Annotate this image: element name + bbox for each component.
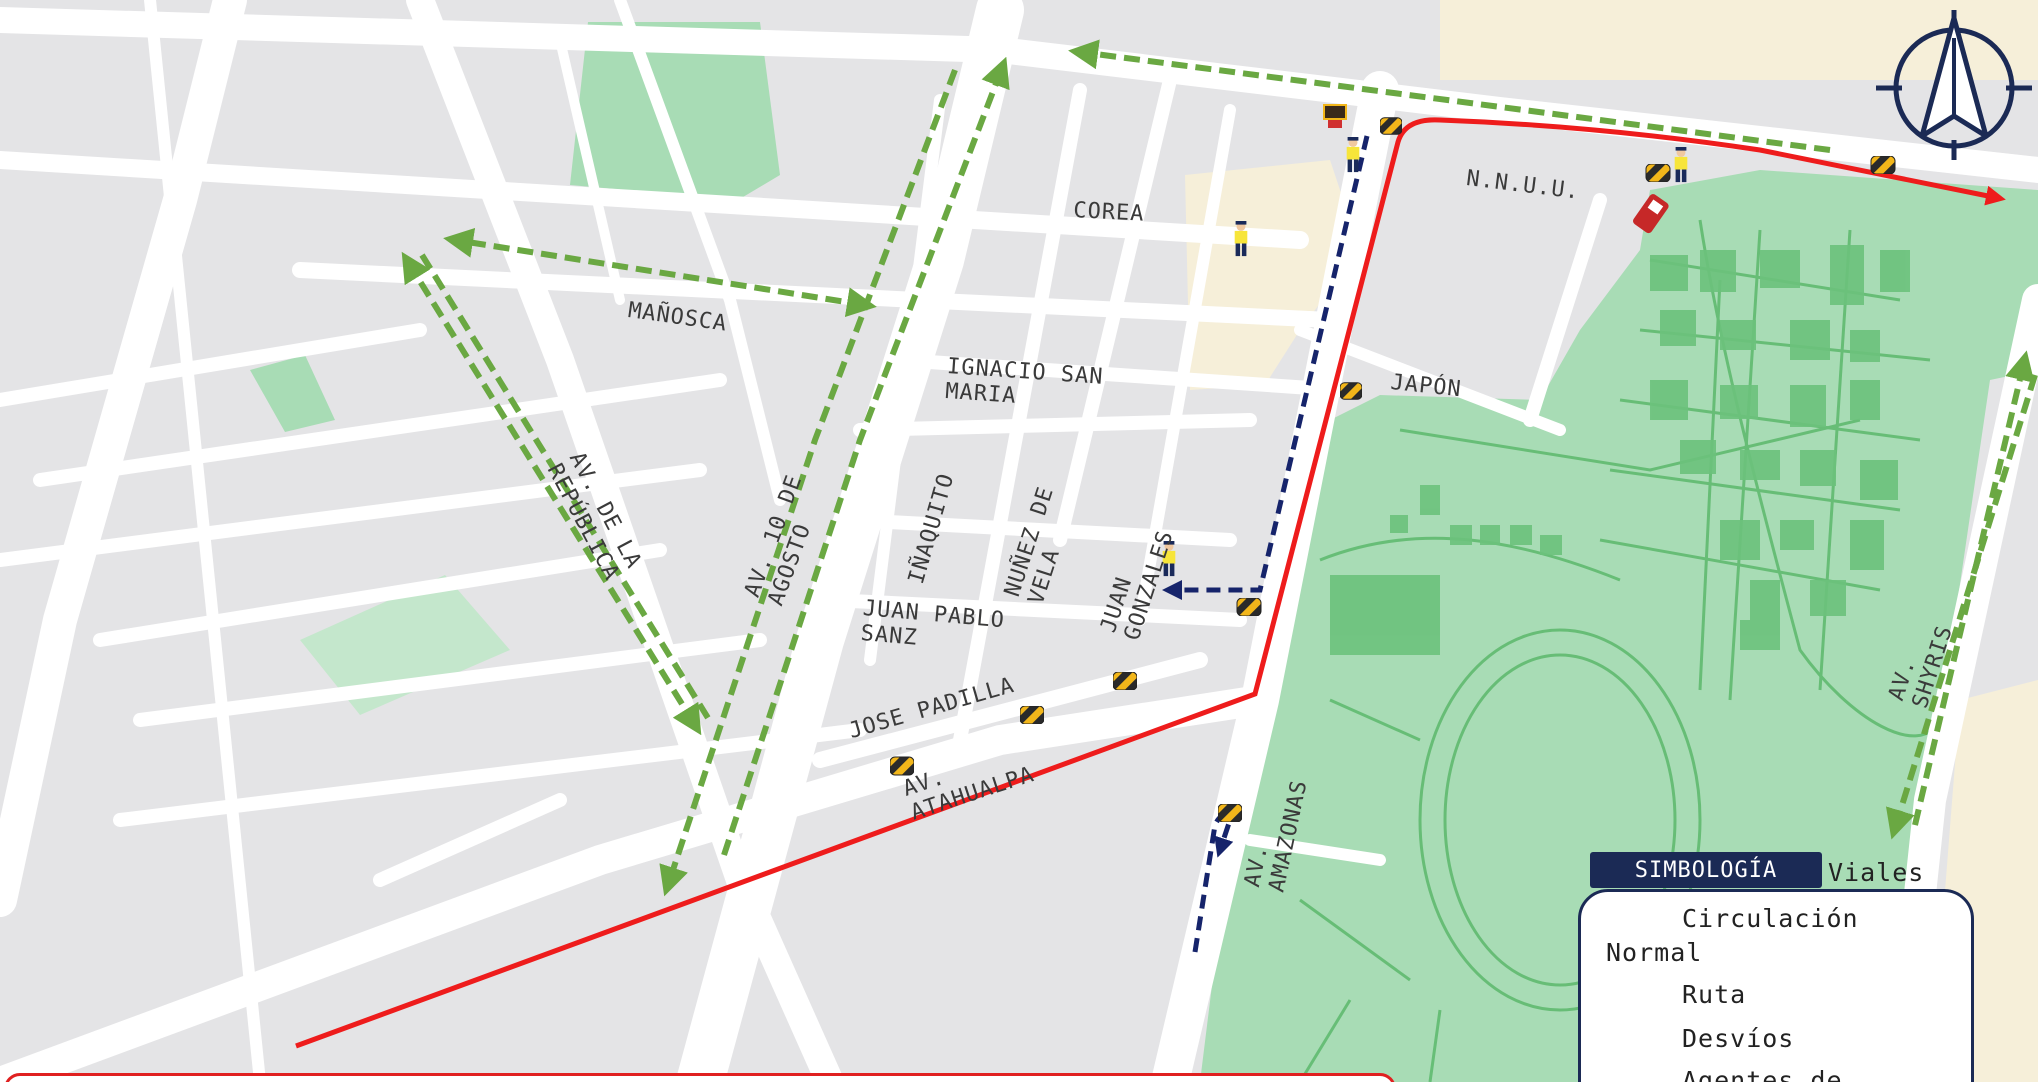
legend-item-agents: Agentes de (1682, 1066, 1843, 1082)
barrier-icon (1380, 117, 1402, 135)
legend-panel (1578, 889, 1974, 1082)
normal-flow-shyris-up (1912, 350, 2035, 826)
normal-flow-10agosto-down (659, 68, 958, 897)
barrier-icon (1113, 672, 1137, 690)
barrier-icon (1340, 382, 1362, 400)
normal-flow-republica-2 (419, 253, 711, 720)
barrier-icon (1236, 598, 1262, 616)
barrier-icon (890, 756, 914, 776)
legend-title: SIMBOLOGÍA (1590, 852, 1822, 888)
normal-flow-republica-1 (401, 251, 702, 736)
barrier-icon (1218, 804, 1242, 822)
legend-item-route: Ruta (1682, 980, 1747, 1009)
normal-flow-shyris-down (1885, 374, 2038, 840)
tow-truck-icon (1633, 194, 1669, 234)
detour-amazonas (1162, 135, 1370, 600)
normal-flow-north (1068, 39, 1831, 153)
legend-item-detour: Desvíos (1682, 1024, 1795, 1053)
barrier-icon (1645, 164, 1671, 182)
barrier-icon (1020, 706, 1044, 724)
normal-flow-10agosto-up (721, 56, 1010, 856)
route-line (295, 117, 2006, 1049)
compass-icon (1876, 10, 2032, 160)
street-label-ignacio-san-maria: IGNACIO SAN MARIA (944, 354, 1105, 410)
note-box (4, 1073, 1396, 1082)
street-label-corea: COREA (1072, 198, 1146, 227)
ant-sign-icon (1323, 104, 1347, 128)
legend-header-overflow: Viales (1828, 858, 1925, 887)
barrier-icon (1870, 156, 1896, 174)
legend-item-normal: Circulación Normal (1606, 904, 1859, 967)
